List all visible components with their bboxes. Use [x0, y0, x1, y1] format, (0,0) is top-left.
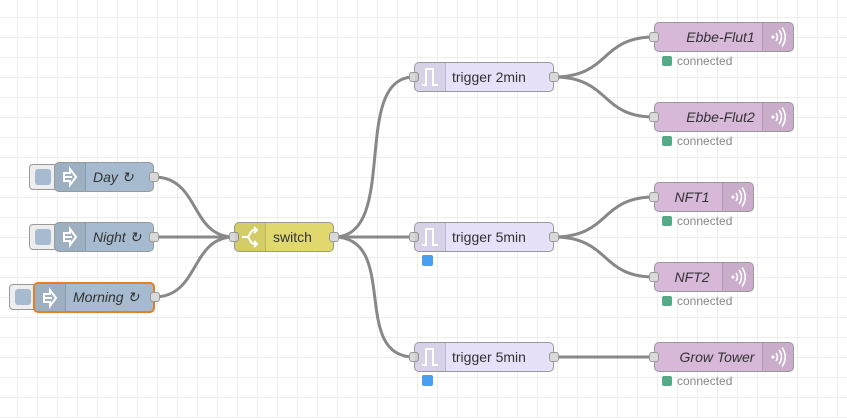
output-port[interactable]: [149, 232, 159, 242]
status-text: connected: [677, 134, 733, 148]
output-label: Ebbe-Flut1: [686, 29, 755, 45]
input-port[interactable]: [409, 352, 419, 362]
output-label: NFT2: [674, 269, 710, 285]
status-text: connected: [677, 214, 733, 228]
output-port[interactable]: [549, 352, 559, 362]
trigger-status-icon: [422, 375, 433, 386]
broadcast-icon: [762, 103, 793, 131]
status-connected: connected: [662, 214, 732, 228]
inject-button-face: [15, 289, 31, 305]
wire-trigger1-ebbe1: [553, 35, 655, 79]
inject-button-night[interactable]: [29, 224, 57, 250]
input-port[interactable]: [649, 352, 659, 362]
inject-node-day[interactable]: Day ↻: [54, 162, 159, 192]
wire-day-switch: [153, 175, 235, 239]
switch-node[interactable]: switch: [229, 222, 339, 252]
output-port[interactable]: [549, 232, 559, 242]
status-text: connected: [677, 374, 733, 388]
inject-arrow-icon: [55, 163, 86, 191]
input-port[interactable]: [649, 32, 659, 42]
trigger-label: trigger 5min: [452, 229, 526, 245]
output-node-nft1[interactable]: NFT1: [649, 182, 754, 212]
output-port[interactable]: [149, 172, 159, 182]
status-connected: connected: [662, 54, 732, 68]
status-dot-icon: [662, 136, 672, 146]
status-dot-icon: [662, 376, 672, 386]
wire-morning-switch: [153, 235, 235, 299]
status-dot-icon: [662, 56, 672, 66]
broadcast-icon: [762, 343, 793, 371]
output-node-nft2[interactable]: NFT2: [649, 262, 754, 292]
trigger-label: trigger 2min: [452, 69, 526, 85]
broadcast-icon: [722, 263, 753, 291]
status-connected: connected: [662, 374, 732, 388]
status-dot-icon: [662, 216, 672, 226]
input-port[interactable]: [409, 232, 419, 242]
trigger-pulse-icon: [415, 223, 446, 251]
inject-button-morning[interactable]: [9, 284, 37, 310]
wire-trigger2-nft2: [553, 235, 655, 279]
switch-label: switch: [273, 229, 312, 245]
status-text: connected: [677, 294, 733, 308]
input-port[interactable]: [649, 192, 659, 202]
output-node-grow-tower[interactable]: Grow Tower: [649, 342, 794, 372]
output-node-ebbe-flut1[interactable]: Ebbe-Flut1: [649, 22, 794, 52]
inject-node-night[interactable]: Night ↻: [54, 222, 159, 252]
trigger-status-icon: [422, 255, 433, 266]
trigger-node-2min[interactable]: trigger 2min: [409, 62, 559, 92]
output-port[interactable]: [150, 292, 160, 302]
trigger-pulse-icon: [415, 63, 446, 91]
status-text: connected: [677, 54, 733, 68]
wire-switch-trigger1: [333, 75, 415, 239]
inject-label: Morning ↻: [73, 289, 140, 305]
output-port[interactable]: [329, 232, 339, 242]
inject-label: Night ↻: [93, 228, 142, 245]
trigger-node-5min-a[interactable]: trigger 5min: [409, 222, 559, 252]
status-connected: connected: [662, 134, 732, 148]
status-connected: connected: [662, 294, 732, 308]
input-port[interactable]: [409, 72, 419, 82]
input-port[interactable]: [229, 232, 239, 242]
inject-button-face: [35, 169, 51, 185]
inject-label: Day ↻: [93, 168, 134, 185]
input-port[interactable]: [649, 112, 659, 122]
trigger-label: trigger 5min: [452, 349, 526, 365]
inject-arrow-icon: [55, 223, 86, 251]
output-label: Ebbe-Flut2: [686, 109, 755, 125]
output-label: Grow Tower: [679, 349, 755, 365]
wire-trigger1-ebbe2: [553, 75, 655, 119]
inject-button-day[interactable]: [29, 164, 57, 190]
inject-node-morning[interactable]: Morning ↻: [33, 282, 160, 313]
inject-arrow-icon: [35, 284, 66, 311]
broadcast-icon: [722, 183, 753, 211]
input-port[interactable]: [649, 272, 659, 282]
trigger-node-5min-b[interactable]: trigger 5min: [409, 342, 559, 372]
wire-trigger2-nft1: [553, 195, 655, 239]
output-node-ebbe-flut2[interactable]: Ebbe-Flut2: [649, 102, 794, 132]
status-dot-icon: [662, 296, 672, 306]
switch-icon: [235, 223, 266, 251]
output-label: NFT1: [674, 189, 710, 205]
broadcast-icon: [762, 23, 793, 51]
inject-button-face: [35, 229, 51, 245]
output-port[interactable]: [549, 72, 559, 82]
wire-switch-trigger3: [333, 235, 415, 359]
trigger-pulse-icon: [415, 343, 446, 371]
